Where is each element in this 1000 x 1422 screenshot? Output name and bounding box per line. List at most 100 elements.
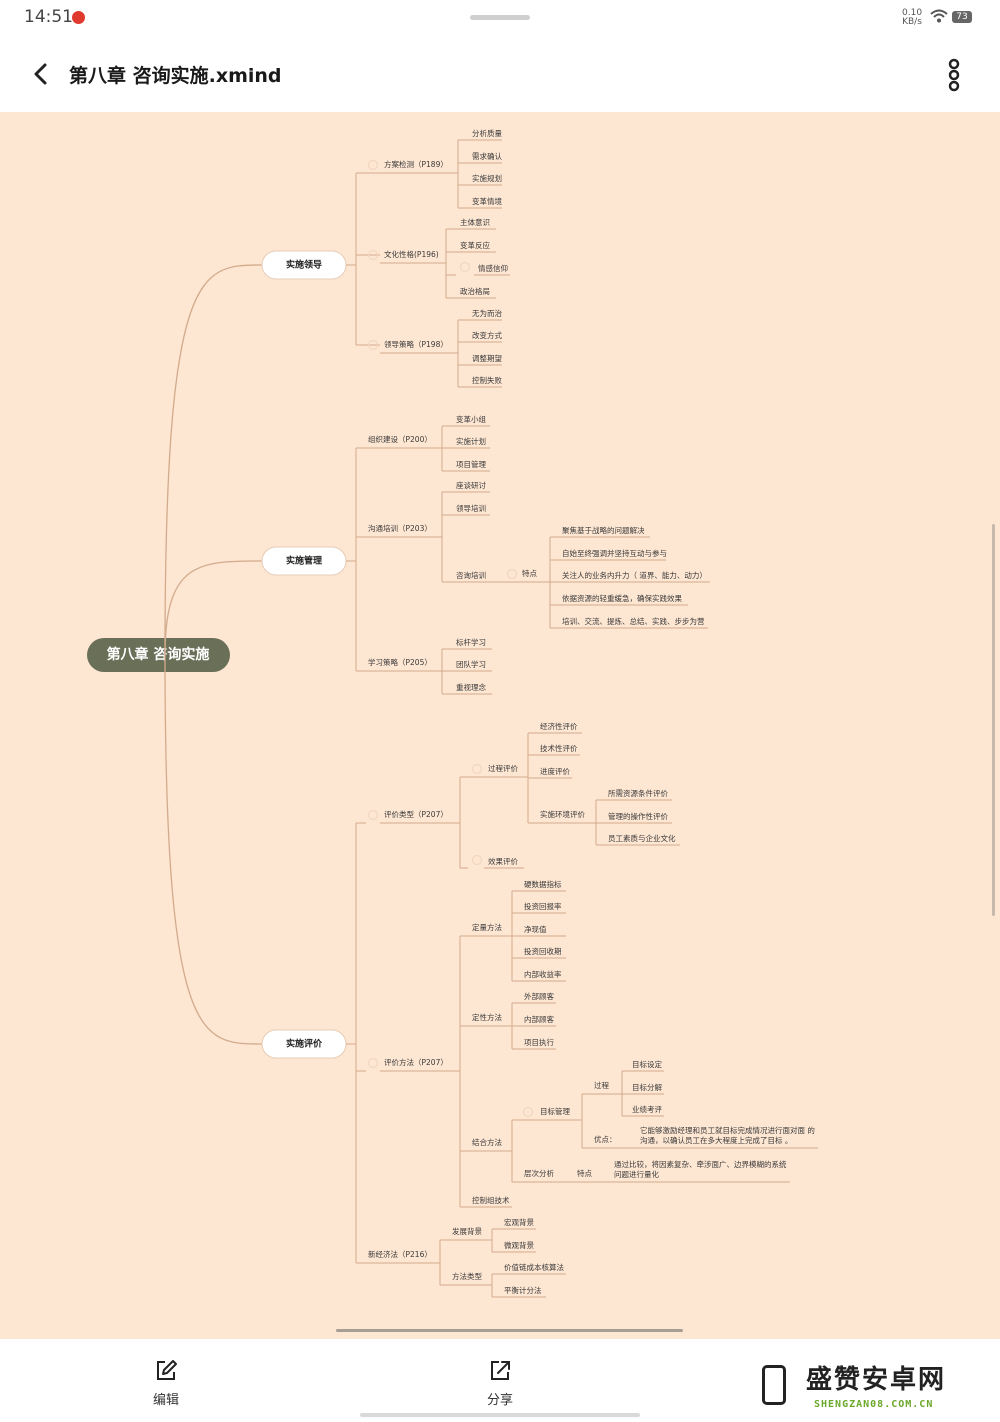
- topic-node[interactable]: 情感信仰: [478, 263, 508, 273]
- topic-node[interactable]: 控制失败: [472, 375, 502, 385]
- subtopic-label[interactable]: 特点: [577, 1168, 592, 1178]
- topic-node[interactable]: 变革反应: [460, 240, 490, 250]
- subtopic-label[interactable]: 过程: [594, 1080, 609, 1090]
- subtopic-label[interactable]: 层次分析: [524, 1168, 554, 1178]
- topic-node[interactable]: 技术性评价: [540, 743, 578, 753]
- collapse-toggle-icon[interactable]: [367, 159, 379, 171]
- collapse-toggle-icon[interactable]: [506, 568, 518, 580]
- subtopic-label[interactable]: 实施环境评价: [540, 809, 585, 819]
- subtopic-label[interactable]: 文化性格(P196): [384, 249, 439, 259]
- topic-node[interactable]: 变革情境: [472, 196, 502, 206]
- topic-node[interactable]: 政治格局: [460, 286, 490, 296]
- main-topic-label[interactable]: 实施管理: [286, 555, 322, 567]
- window-handle[interactable]: [470, 15, 530, 20]
- subtopic-label[interactable]: 新经济法（P216）: [368, 1249, 432, 1259]
- subtopic-label[interactable]: 特点: [522, 568, 537, 578]
- collapse-toggle-icon[interactable]: [522, 1106, 534, 1118]
- topic-node[interactable]: 实施计划: [456, 436, 486, 446]
- topic-node[interactable]: 员工素质与企业文化: [608, 833, 676, 843]
- main-topic[interactable]: 实施评价: [261, 1029, 347, 1059]
- topic-node[interactable]: 无为而治: [472, 308, 502, 318]
- topic-node[interactable]: 重视理念: [456, 682, 486, 692]
- main-topic[interactable]: 实施领导: [261, 250, 347, 280]
- topic-node[interactable]: 净现值: [524, 924, 547, 934]
- topic-node[interactable]: 宏观背景: [504, 1217, 534, 1227]
- subtopic-label[interactable]: 发展背景: [452, 1226, 482, 1236]
- detail-text[interactable]: 它能够激励经理和员工就目标完成情况进行面对面 的: [640, 1125, 815, 1135]
- topic-node[interactable]: 变革小组: [456, 414, 486, 424]
- subtopic-label[interactable]: 目标管理: [540, 1106, 570, 1116]
- topic-node[interactable]: 目标设定: [632, 1059, 662, 1069]
- topic-node[interactable]: 实施规划: [472, 173, 502, 183]
- subtopic-label[interactable]: 过程评价: [488, 763, 518, 773]
- topic-node[interactable]: 标杆学习: [456, 637, 486, 647]
- main-topic[interactable]: 实施管理: [261, 546, 347, 576]
- topic-node[interactable]: 经济性评价: [540, 721, 578, 731]
- subtopic-label[interactable]: 评价方法（P207）: [384, 1057, 448, 1067]
- topic-node[interactable]: 培训、交流、提炼、总结、实践、步步为营: [562, 616, 705, 626]
- subtopic-label[interactable]: 方法类型: [452, 1271, 482, 1281]
- topic-node[interactable]: 管理的操作性评价: [608, 811, 668, 821]
- topic-node[interactable]: 关注人的业务内升力（ 道界、能力、动力）: [562, 570, 707, 580]
- main-topic-label[interactable]: 实施领导: [286, 259, 322, 271]
- topic-node[interactable]: 外部顾客: [524, 991, 554, 1001]
- horizontal-scrollbar[interactable]: [336, 1329, 683, 1332]
- topic-node[interactable]: 硬数据指标: [524, 879, 562, 889]
- topic-node[interactable]: 依据资源的轻重缓急，确保实践效果: [562, 593, 682, 603]
- topic-node[interactable]: 改变方式: [472, 330, 502, 340]
- subtopic-label[interactable]: 评价类型（P207）: [384, 809, 448, 819]
- subtopic-label[interactable]: 学习策略（P205）: [368, 657, 432, 667]
- collapse-toggle-icon[interactable]: [367, 249, 379, 261]
- collapse-toggle-icon[interactable]: [367, 339, 379, 351]
- home-indicator[interactable]: [360, 1413, 640, 1417]
- topic-node[interactable]: 投资回报率: [524, 901, 562, 911]
- topic-node[interactable]: 领导培训: [456, 503, 486, 513]
- topic-node[interactable]: 效果评价: [488, 856, 518, 866]
- subtopic-label[interactable]: 优点：: [594, 1134, 617, 1144]
- topic-node[interactable]: 平衡计分法: [504, 1285, 542, 1295]
- topic-node[interactable]: 主体意识: [460, 217, 490, 227]
- topic-node[interactable]: 项目执行: [524, 1037, 554, 1047]
- topic-node[interactable]: 目标分解: [632, 1082, 662, 1092]
- detail-text[interactable]: 问题进行量化: [614, 1169, 659, 1179]
- topic-node[interactable]: 内部顾客: [524, 1014, 554, 1024]
- subtopic-label[interactable]: 定量方法: [472, 922, 502, 932]
- root-topic-label[interactable]: 第八章 咨询实施: [107, 646, 210, 663]
- subtopic-label[interactable]: 定性方法: [472, 1012, 502, 1022]
- subtopic-label[interactable]: 结合方法: [472, 1137, 502, 1147]
- collapse-toggle-icon[interactable]: [471, 854, 483, 866]
- topic-node[interactable]: 自始至终强调并坚持互动与参与: [562, 548, 667, 558]
- topic-node[interactable]: 微观背景: [504, 1240, 534, 1250]
- topic-node[interactable]: 项目管理: [456, 459, 486, 469]
- topic-node[interactable]: 咨询培训: [456, 570, 486, 580]
- collapse-toggle-icon[interactable]: [471, 763, 483, 775]
- back-button[interactable]: [26, 58, 54, 90]
- topic-node[interactable]: 聚焦基于战略的问题解决: [562, 525, 645, 535]
- topic-node[interactable]: 进度评价: [540, 766, 570, 776]
- detail-text[interactable]: 沟通，以确认员工在多大程度上完成了目标 。: [640, 1135, 792, 1145]
- topic-node[interactable]: 座谈研讨: [456, 480, 486, 490]
- topic-node[interactable]: 控制组技术: [472, 1195, 510, 1205]
- subtopic-label[interactable]: 方案检测（P189）: [384, 159, 448, 169]
- collapse-toggle-icon[interactable]: [367, 1057, 379, 1069]
- detail-text[interactable]: 通过比较，将因素复杂、牵涉面广、边界模糊的系统: [614, 1159, 787, 1169]
- topic-node[interactable]: 投资回收期: [524, 946, 562, 956]
- topic-node[interactable]: 调整期望: [472, 353, 502, 363]
- collapse-toggle-icon[interactable]: [459, 261, 471, 273]
- collapse-toggle-icon[interactable]: [367, 809, 379, 821]
- topic-node[interactable]: 价值链成本核算法: [504, 1262, 564, 1272]
- root-topic[interactable]: 第八章 咨询实施: [87, 638, 230, 672]
- edit-button[interactable]: 编辑: [136, 1359, 196, 1408]
- topic-node[interactable]: 内部收益率: [524, 969, 562, 979]
- topic-node[interactable]: 团队学习: [456, 659, 486, 669]
- mindmap-svg[interactable]: 第八章 咨询实施实施领导实施管理实施评价方案检测（P189）分析质量需求确认实施…: [0, 112, 1000, 1339]
- topic-node[interactable]: 需求确认: [472, 151, 502, 161]
- main-topic-label[interactable]: 实施评价: [286, 1038, 323, 1050]
- subtopic-label[interactable]: 领导策略（P198）: [384, 339, 448, 349]
- more-options-button[interactable]: [940, 58, 968, 92]
- subtopic-label[interactable]: 沟通培训（P203）: [368, 523, 432, 533]
- topic-node[interactable]: 业绩考评: [632, 1104, 662, 1114]
- vertical-scrollbar[interactable]: [992, 524, 995, 916]
- share-button[interactable]: 分享: [470, 1359, 530, 1408]
- subtopic-label[interactable]: 组织建设（P200）: [368, 434, 432, 444]
